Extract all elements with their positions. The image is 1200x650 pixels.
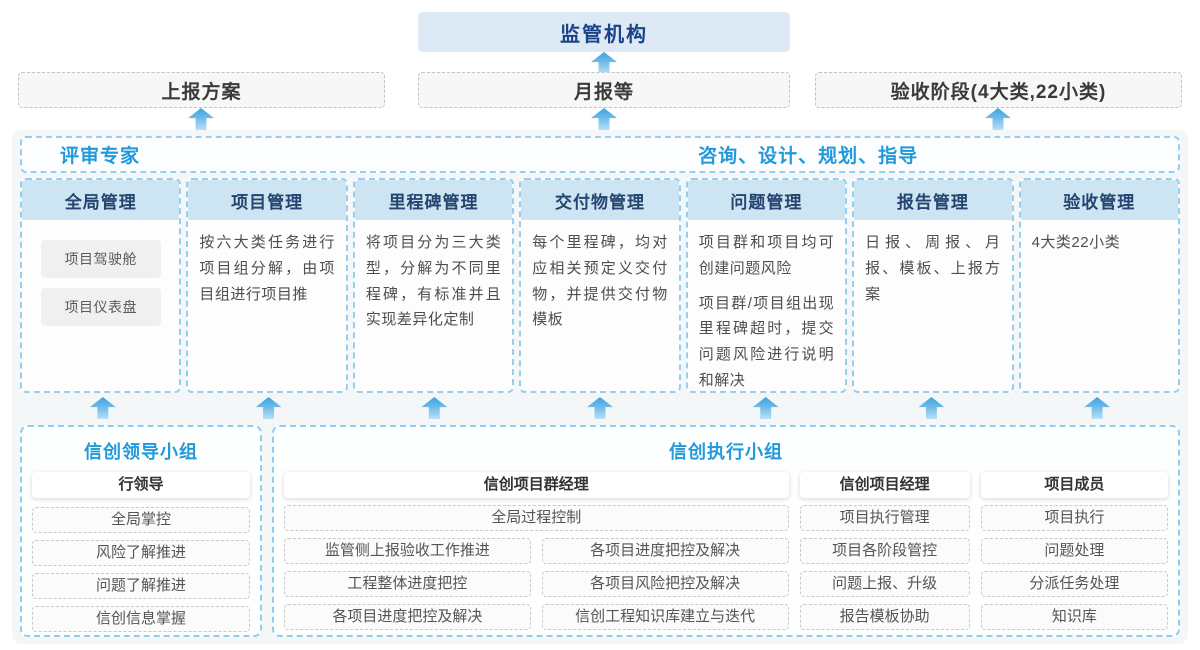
expert-label: 评审专家 bbox=[60, 146, 141, 167]
role-bar-project-manager: 信创项目经理 bbox=[799, 472, 970, 498]
exec-group-title: 信创执行小组 bbox=[669, 442, 783, 462]
arrow-row bbox=[20, 397, 1180, 421]
column-body: 项目群和项目均可创建问题风险 项目群/项目组出现里程碑超时，提交问题风险进行说明… bbox=[688, 220, 845, 391]
column-title: 报告管理 bbox=[854, 180, 1012, 220]
duty-item: 全局过程控制 bbox=[284, 505, 789, 531]
duty-item: 问题处理 bbox=[980, 538, 1168, 564]
arrow-up-icon bbox=[421, 397, 448, 419]
duty-item: 信创工程知识库建立与迭代 bbox=[541, 604, 789, 630]
exec-group-box: 信创执行小组 信创项目群经理 信创项目经理 项目成员 全局过程控制 项目执行管理… bbox=[272, 425, 1180, 637]
role-bar-bank-leader: 行领导 bbox=[32, 472, 250, 498]
duty-item: 分派任务处理 bbox=[980, 571, 1168, 597]
arrow-up-icon bbox=[89, 397, 116, 419]
column-title: 验收管理 bbox=[1020, 180, 1178, 220]
column-text: 4大类22小类 bbox=[1031, 234, 1121, 251]
column-title: 项目管理 bbox=[188, 180, 346, 220]
duty-item: 监管侧上报验收工作推进 bbox=[284, 538, 531, 564]
duty-item: 各项目进度把控及解决 bbox=[284, 604, 531, 630]
duty-item: 报告模板协助 bbox=[799, 604, 970, 630]
output-box-report-plan: 上报方案 bbox=[18, 72, 385, 108]
duty-item: 风险了解推进 bbox=[32, 540, 250, 566]
arrow-up-icon bbox=[188, 108, 214, 130]
duty-item: 项目执行 bbox=[980, 505, 1168, 531]
arrow-up-icon bbox=[1084, 397, 1111, 419]
leader-group-title: 信创领导小组 bbox=[84, 442, 198, 462]
role-bar-program-manager: 信创项目群经理 bbox=[284, 472, 789, 498]
duty-item: 各项目风险把控及解决 bbox=[541, 571, 789, 597]
service-label: 咨询、设计、规划、指导 bbox=[698, 146, 919, 167]
duty-item: 知识库 bbox=[980, 604, 1168, 630]
column-text: 项目群和项目均可创建问题风险 bbox=[698, 234, 835, 277]
leader-group-box: 信创领导小组 行领导 全局掌控 风险了解推进 问题了解推进 信创信息掌握 bbox=[20, 425, 262, 637]
column-body: 项目驾驶舱 项目仪表盘 bbox=[22, 220, 179, 336]
column-title: 交付物管理 bbox=[521, 180, 679, 220]
column-milestone-mgmt: 里程碑管理 将项目分为三大类型，分解为不同里程碑，有标准并且实现差异化定制 bbox=[352, 178, 515, 393]
column-title: 问题管理 bbox=[687, 180, 846, 220]
teams-row: 信创领导小组 行领导 全局掌控 风险了解推进 问题了解推进 信创信息掌握 信创执… bbox=[20, 425, 1180, 637]
leader-duty-list: 全局掌控 风险了解推进 问题了解推进 信创信息掌握 bbox=[32, 507, 250, 632]
duty-item: 各项目进度把控及解决 bbox=[541, 538, 789, 564]
duty-item: 问题上报、升级 bbox=[799, 571, 970, 597]
column-title: 全局管理 bbox=[22, 180, 180, 220]
column-body: 每个里程碑，均对应相关预定义交付物，并提供交付物模板 bbox=[521, 220, 678, 343]
column-text: 每个里程碑，均对应相关预定义交付物，并提供交付物模板 bbox=[532, 234, 668, 329]
duty-item: 全局掌控 bbox=[32, 507, 250, 533]
column-text: 日报、周报、月报、模板、上报方案 bbox=[865, 234, 1001, 303]
management-columns: 全局管理 项目驾驶舱 项目仪表盘 项目管理 按六大类任务进行项目组分解，由项目组… bbox=[20, 178, 1180, 393]
expert-band: 评审专家 咨询、设计、规划、指导 bbox=[20, 136, 1180, 173]
chip-project-cockpit: 项目驾驶舱 bbox=[40, 240, 161, 279]
arrow-up-icon bbox=[591, 108, 617, 130]
platform-panel: 评审专家 咨询、设计、规划、指导 全局管理 项目驾驶舱 项目仪表盘 项目管理 按… bbox=[12, 130, 1188, 644]
column-body: 日报、周报、月报、模板、上报方案 bbox=[854, 220, 1011, 317]
output-box-acceptance-stage: 验收阶段(4大类,22小类) bbox=[815, 72, 1182, 108]
duty-item: 工程整体进度把控 bbox=[284, 571, 531, 597]
chip-project-dashboard: 项目仪表盘 bbox=[40, 288, 161, 327]
column-global-mgmt: 全局管理 项目驾驶舱 项目仪表盘 bbox=[20, 178, 182, 393]
column-text: 按六大类任务进行项目组分解，由项目组进行项目推 bbox=[199, 234, 335, 303]
column-body: 按六大类任务进行项目组分解，由项目组进行项目推 bbox=[188, 220, 345, 317]
column-body: 将项目分为三大类型，分解为不同里程碑，有标准并且实现差异化定制 bbox=[355, 220, 512, 343]
arrow-up-icon bbox=[985, 108, 1011, 130]
column-text: 将项目分为三大类型，分解为不同里程碑，有标准并且实现差异化定制 bbox=[365, 234, 502, 329]
role-bar-member: 项目成员 bbox=[980, 472, 1168, 498]
column-body: 4大类22小类 bbox=[1021, 220, 1178, 266]
arrow-up-icon bbox=[591, 52, 617, 74]
output-box-monthly-report: 月报等 bbox=[418, 72, 790, 108]
arrow-up-icon bbox=[586, 397, 613, 419]
duty-item: 问题了解推进 bbox=[32, 573, 250, 599]
duty-item: 项目执行管理 bbox=[799, 505, 970, 531]
regulator-box: 监管机构 bbox=[418, 12, 790, 52]
column-title: 里程碑管理 bbox=[354, 180, 513, 220]
duty-item: 项目各阶段管控 bbox=[799, 538, 970, 564]
column-deliverable-mgmt: 交付物管理 每个里程碑，均对应相关预定义交付物，并提供交付物模板 bbox=[519, 178, 681, 393]
duty-item: 信创信息掌握 bbox=[32, 606, 250, 632]
column-acceptance-mgmt: 验收管理 4大类22小类 bbox=[1018, 178, 1180, 393]
column-project-mgmt: 项目管理 按六大类任务进行项目组分解，由项目组进行项目推 bbox=[186, 178, 348, 393]
arrow-up-icon bbox=[255, 397, 282, 419]
arrow-up-icon bbox=[752, 397, 779, 419]
column-report-mgmt: 报告管理 日报、周报、月报、模板、上报方案 bbox=[852, 178, 1014, 393]
exec-duty-grid: 信创项目群经理 信创项目经理 项目成员 全局过程控制 项目执行管理 项目执行 监… bbox=[284, 472, 1168, 630]
arrow-up-icon bbox=[918, 397, 945, 419]
column-text: 项目群/项目组出现里程碑超时，提交问题风险进行说明和解决 bbox=[698, 294, 835, 389]
column-issue-mgmt: 问题管理 项目群和项目均可创建问题风险 项目群/项目组出现里程碑超时，提交问题风… bbox=[685, 178, 848, 393]
